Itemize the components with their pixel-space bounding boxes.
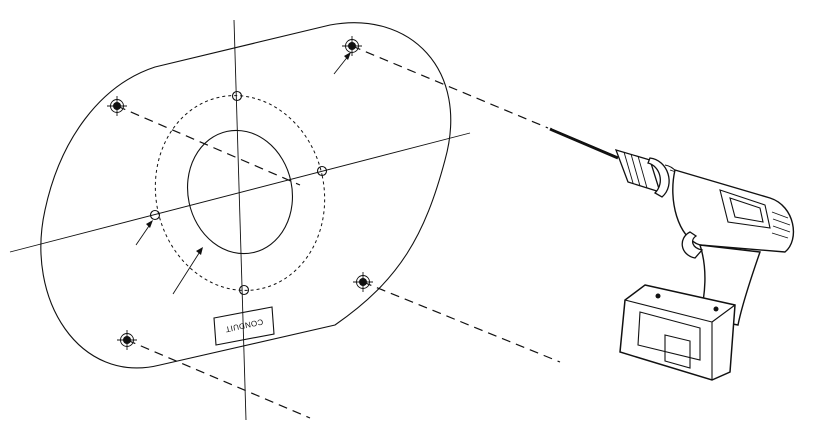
circle-hole-bottom — [238, 284, 250, 296]
guide-line-upper-right — [351, 45, 549, 129]
pointer-arrow — [135, 220, 153, 246]
cordless-drill-icon — [549, 127, 795, 381]
circle-hole-right — [316, 165, 328, 177]
horizontal-axis — [9, 132, 471, 253]
guide-line-upper-left — [116, 105, 301, 186]
circle-hole-top — [231, 90, 243, 102]
mounting-circle — [154, 95, 326, 291]
inner-opening — [186, 129, 294, 255]
pointer-arrow — [172, 247, 203, 295]
circle-hole-left — [149, 209, 161, 221]
guide-line-lower-right — [362, 281, 561, 363]
template-outline — [40, 22, 452, 369]
conduit-label-box: CONDUIT — [213, 306, 275, 346]
pointer-arrow — [333, 52, 351, 75]
conduit-label: CONDUIT — [224, 317, 264, 334]
vertical-axis — [233, 19, 247, 421]
guide-line-lower-left — [126, 339, 311, 419]
